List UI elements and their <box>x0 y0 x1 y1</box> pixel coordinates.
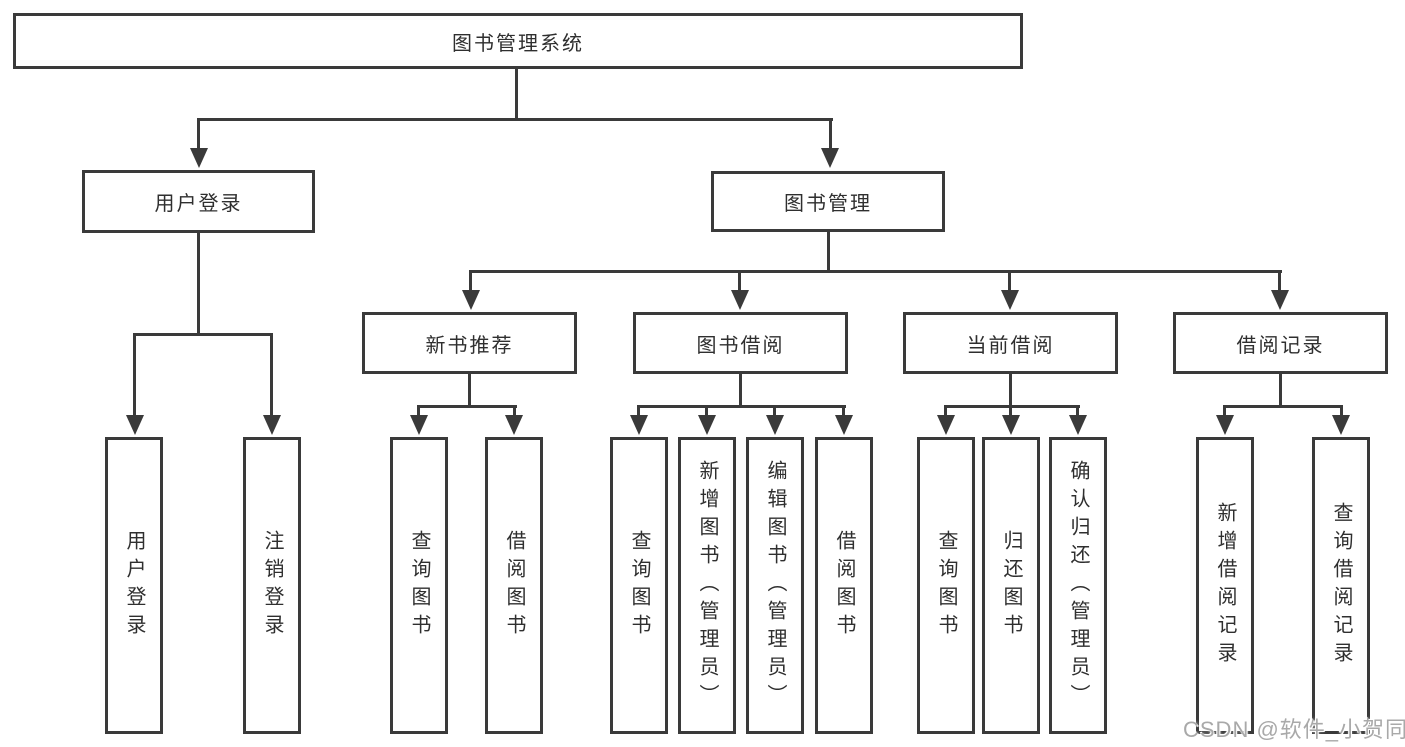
connector-line <box>1009 374 1012 408</box>
node-current-borrowing: 当前借阅 <box>903 312 1118 374</box>
connector-line <box>827 232 830 272</box>
node-user-login: 用户登录 <box>82 170 315 233</box>
leaf-query-books-borrowing: 查询图书 <box>610 437 668 734</box>
connector-line <box>1279 374 1282 408</box>
arrow-down-icon <box>1069 415 1087 435</box>
csdn-watermark: CSDN @软件_小贺同学 <box>1183 717 1405 742</box>
leaf-query-books-recommend: 查询图书 <box>390 437 448 734</box>
connector-line <box>637 405 846 408</box>
connector-line <box>417 405 420 419</box>
leaf-borrow-books-borrowing: 借阅图书 <box>815 437 873 734</box>
node-label: 借阅图书 <box>503 529 525 642</box>
leaf-query-borrow-record: 查询借阅记录 <box>1312 437 1370 734</box>
arrow-down-icon <box>263 415 281 435</box>
leaf-confirm-return-admin: 确认归还（管理员） <box>1049 437 1107 734</box>
connector-line <box>944 405 1080 408</box>
arrow-down-icon <box>698 415 716 435</box>
connector-line <box>1009 405 1012 419</box>
connector-line <box>1076 405 1079 419</box>
connector-line <box>1223 405 1226 419</box>
connector-line <box>1340 405 1343 419</box>
connector-line <box>842 405 845 419</box>
connector-line <box>197 118 200 150</box>
leaf-edit-books-admin: 编辑图书（管理员） <box>746 437 804 734</box>
leaf-query-books-current: 查询图书 <box>917 437 975 734</box>
node-label: 查询图书 <box>628 529 650 642</box>
leaf-return-books: 归还图书 <box>982 437 1040 734</box>
leaf-logout: 注销登录 <box>243 437 301 734</box>
node-label: 图书管理 <box>784 193 872 215</box>
node-label: 新增借阅记录 <box>1214 501 1236 670</box>
connector-line <box>469 270 472 292</box>
connector-line <box>469 270 1282 273</box>
connector-line <box>197 118 833 121</box>
leaf-borrow-books-recommend: 借阅图书 <box>485 437 543 734</box>
node-label: 借阅图书 <box>833 529 855 642</box>
node-book-management: 图书管理 <box>711 171 945 232</box>
connector-line <box>739 374 742 408</box>
connector-line <box>513 405 516 419</box>
connector-line <box>133 333 136 417</box>
node-label: 用户登录 <box>154 193 243 215</box>
arrow-down-icon <box>766 415 784 435</box>
arrow-down-icon <box>1002 415 1020 435</box>
node-label: 归还图书 <box>1000 529 1022 642</box>
leaf-user-login: 用户登录 <box>105 437 163 734</box>
connector-line <box>515 69 518 120</box>
arrow-down-icon <box>731 290 749 310</box>
node-label: 新增图书（管理员） <box>696 459 718 712</box>
node-label: 编辑图书（管理员） <box>764 459 786 712</box>
arrow-down-icon <box>1001 290 1019 310</box>
arrow-down-icon <box>410 415 428 435</box>
arrow-down-icon <box>1332 415 1350 435</box>
connector-line <box>637 405 640 419</box>
connector-line <box>773 405 776 419</box>
node-label: 查询图书 <box>935 529 957 642</box>
node-label: 确认归还（管理员） <box>1067 459 1089 712</box>
leaf-add-borrow-record: 新增借阅记录 <box>1196 437 1254 734</box>
node-label: 新书推荐 <box>425 334 514 357</box>
arrow-down-icon <box>821 148 839 168</box>
connector-line <box>1008 270 1011 292</box>
node-book-borrowing: 图书借阅 <box>633 312 848 374</box>
node-label: 查询借阅记录 <box>1330 501 1352 670</box>
arrow-down-icon <box>1216 415 1234 435</box>
leaf-add-books-admin: 新增图书（管理员） <box>678 437 736 734</box>
arrow-down-icon <box>190 148 208 168</box>
node-label: 借阅记录 <box>1236 334 1325 357</box>
node-borrowing-records: 借阅记录 <box>1173 312 1388 374</box>
node-label: 用户登录 <box>123 529 145 642</box>
arrow-down-icon <box>126 415 144 435</box>
node-label: 图书借阅 <box>696 334 785 357</box>
node-label: 注销登录 <box>261 529 283 642</box>
connector-line <box>944 405 947 419</box>
connector-line <box>1223 405 1343 408</box>
connector-line <box>270 333 273 417</box>
connector-line <box>705 405 708 419</box>
arrow-down-icon <box>1271 290 1289 310</box>
node-label: 图书管理系统 <box>452 32 584 55</box>
connector-line <box>738 270 741 292</box>
node-label: 当前借阅 <box>966 334 1055 357</box>
arrow-down-icon <box>462 290 480 310</box>
arrow-down-icon <box>505 415 523 435</box>
node-new-book-recommend: 新书推荐 <box>362 312 577 374</box>
arrow-down-icon <box>835 415 853 435</box>
connector-line <box>133 333 273 336</box>
connector-line <box>417 405 517 408</box>
connector-line <box>1278 270 1281 292</box>
node-label: 查询图书 <box>408 529 430 642</box>
connector-line <box>468 374 471 408</box>
node-root: 图书管理系统 <box>13 13 1023 69</box>
arrow-down-icon <box>937 415 955 435</box>
arrow-down-icon <box>630 415 648 435</box>
connector-line <box>197 233 200 335</box>
connector-line <box>829 118 832 150</box>
